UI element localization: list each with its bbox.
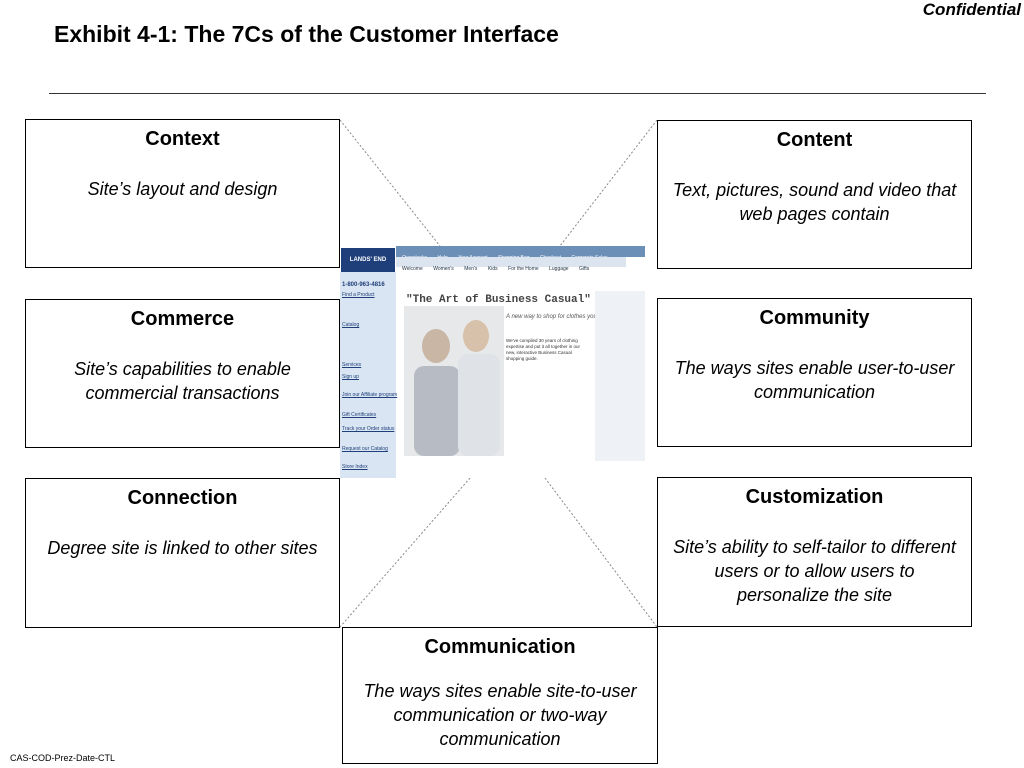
website-screenshot: LANDS' END Overstocks Help Your Account … <box>340 246 645 478</box>
box-context: Context Site’s layout and design <box>25 119 340 268</box>
sidebar-link: Store Index <box>342 464 368 470</box>
sidebar-link: Request our Catalog <box>342 446 388 452</box>
box-community: Community The ways sites enable user-to-… <box>657 298 972 447</box>
box-description: Text, pictures, sound and video that web… <box>672 180 957 224</box>
connector-context <box>339 119 441 247</box>
sidebar-link: Track your Order status <box>342 426 395 432</box>
box-commerce: Commerce Site’s capabilities to enable c… <box>25 299 340 448</box>
footer-code: CAS-COD-Prez-Date-CTL <box>10 753 116 763</box>
sidebar-link: Catalog <box>342 322 360 328</box>
box-title: Community <box>759 307 870 329</box>
box-title: Customization <box>745 486 884 508</box>
nav-item: Kids <box>487 266 498 272</box>
nav-item: For the Home <box>508 266 539 272</box>
site-heading: "The Art of Business Casual" <box>406 294 591 306</box>
box-description: The ways sites enable user-to-user commu… <box>674 358 955 402</box>
site-body-text: We've compiled 30 years of clothing expe… <box>506 338 581 361</box>
site-right-column <box>595 291 645 461</box>
box-title: Content <box>776 129 853 151</box>
nav-item: Women's <box>433 266 454 272</box>
nav-item: Welcome <box>402 266 423 272</box>
page-title: Exhibit 4-1: The 7Cs of the Customer Int… <box>54 21 559 47</box>
box-description: The ways sites enable site-to-user commu… <box>363 681 637 749</box>
connector-customization <box>544 477 658 628</box>
box-title: Connection <box>127 487 238 509</box>
site-topbar: Overstocks Help Your Account Shopping Ba… <box>396 246 645 261</box>
site-navbar: Welcome Women's Men's Kids For the Home … <box>396 257 626 272</box>
sidebar-link: Find a Product <box>342 292 375 298</box>
models-photo <box>404 306 504 456</box>
box-communication: Communication The ways sites enable site… <box>342 627 658 764</box>
site-tagline: A new way to shop for clothes you wear a… <box>506 314 635 320</box>
sidebar-link: Sign up <box>342 374 359 380</box>
box-description: Degree site is linked to other sites <box>47 538 318 558</box>
sidebar-link: Services <box>342 362 362 368</box>
sidebar-link: Gift Certificates <box>342 412 377 418</box>
nav-item: Men's <box>464 266 478 272</box>
box-title: Context <box>145 128 220 150</box>
box-customization: Customization Site’s ability to self-tai… <box>657 477 972 627</box>
box-title: Commerce <box>130 308 235 330</box>
connector-content <box>559 119 658 247</box>
box-description: Site’s ability to self-tailor to differe… <box>673 537 956 605</box>
nav-item: Luggage <box>549 266 569 272</box>
nav-item: Gifts <box>579 266 590 272</box>
box-content: Content Text, pictures, sound and video … <box>657 120 972 269</box>
confidential-label: Confidential <box>922 0 1021 19</box>
box-description: Site’s capabilities to enable commercial… <box>74 359 291 403</box>
box-connection: Connection Degree site is linked to othe… <box>25 478 340 628</box>
box-description: Site’s layout and design <box>87 179 278 199</box>
connector-connection <box>339 477 471 628</box>
box-title: Communication <box>424 636 576 658</box>
site-phone: 1-800-963-4816 <box>342 282 385 288</box>
sidebar-link: Join our Affiliate program <box>342 392 398 398</box>
people-illustration <box>414 320 500 456</box>
title-divider <box>49 93 986 94</box>
site-logo: LANDS' END <box>341 248 395 272</box>
site-sidebar <box>340 272 396 478</box>
